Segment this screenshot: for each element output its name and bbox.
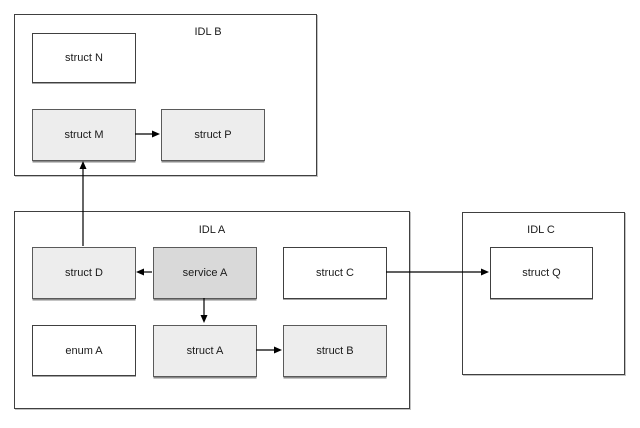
- idl-c-container: IDL C struct Q: [462, 212, 625, 375]
- node-struct-c: struct C: [283, 247, 387, 299]
- node-label: struct N: [65, 52, 103, 64]
- node-label: struct M: [64, 129, 104, 141]
- node-struct-n: struct N: [32, 33, 136, 83]
- idl-b-label: IDL B: [194, 26, 222, 38]
- node-label: struct Q: [522, 267, 561, 279]
- node-enum-a: enum A: [32, 325, 136, 376]
- node-label: enum A: [65, 344, 103, 357]
- node-label: struct C: [316, 267, 354, 279]
- node-label: struct D: [65, 267, 103, 279]
- node-label: struct B: [316, 345, 354, 357]
- node-label: service A: [182, 267, 228, 279]
- idl-b-container: IDL B struct N struct M struct P: [14, 14, 317, 176]
- node-struct-q: struct Q: [490, 247, 593, 299]
- node-service-a: service A: [153, 247, 257, 299]
- node-struct-d: struct D: [32, 247, 136, 299]
- idl-c-label: IDL C: [527, 224, 555, 236]
- idl-a-container: IDL A struct D service A struct C enum A…: [14, 211, 410, 409]
- node-struct-m: struct M: [32, 109, 136, 161]
- node-struct-b: struct B: [283, 325, 387, 377]
- node-struct-a: struct A: [153, 325, 257, 377]
- idl-a-label: IDL A: [198, 224, 226, 236]
- node-label: struct P: [194, 129, 232, 141]
- node-struct-p: struct P: [161, 109, 265, 161]
- node-label: struct A: [186, 345, 224, 357]
